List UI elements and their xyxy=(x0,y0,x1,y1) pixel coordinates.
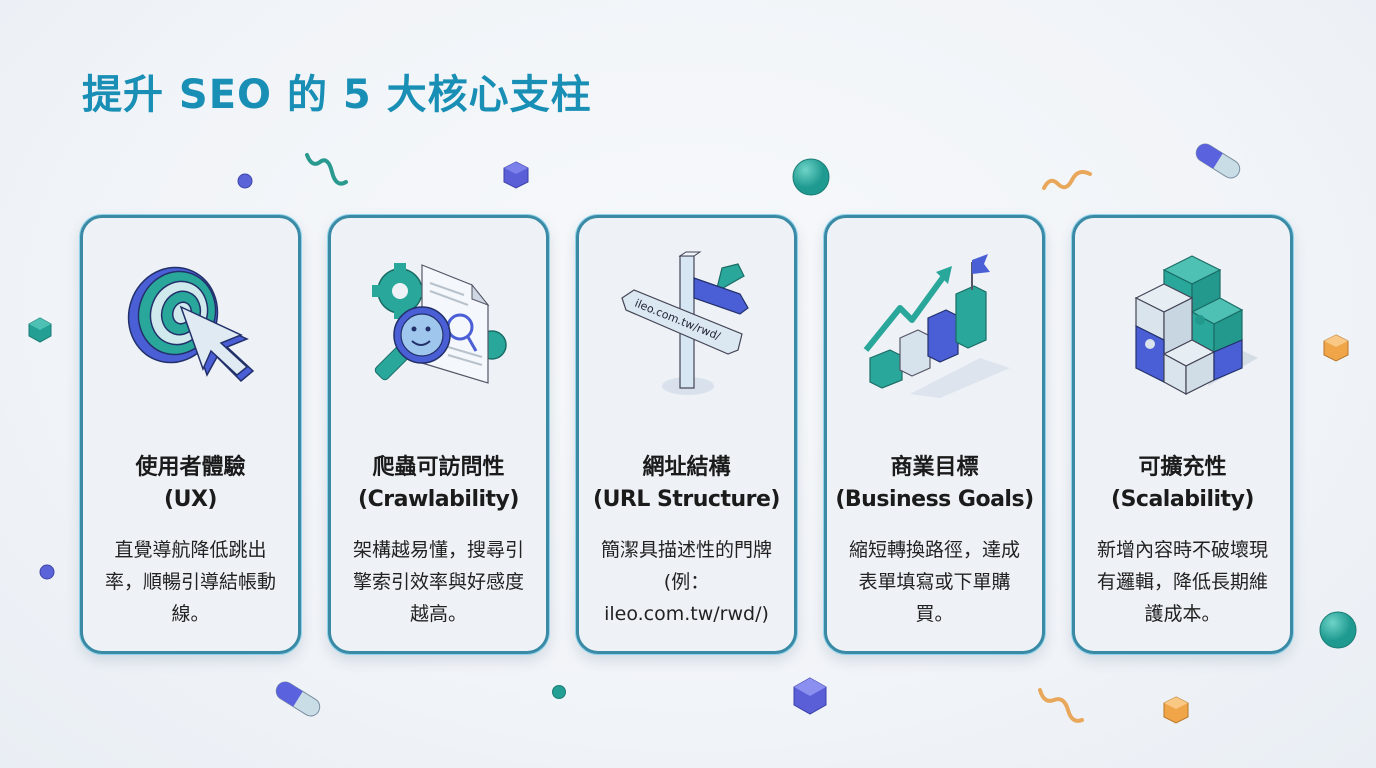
pillar-card-ux: 使用者體驗 (UX) 直覺導航降低跳出率，順暢引導結帳動線。 xyxy=(80,215,301,654)
pillar-title: 網址結構 xyxy=(642,455,731,480)
orange-cube-decoration xyxy=(1323,334,1349,362)
blue-dot-decoration xyxy=(39,564,55,580)
puzzle-cubes-icon xyxy=(1108,248,1258,398)
pillar-description: 直覺導航降低跳出率，順暢引導結帳動線。 xyxy=(104,539,276,625)
pillar-description: 縮短轉換路徑，達成表單填寫或下單購買。 xyxy=(848,539,1020,625)
pillar-description: 架構越易懂，搜尋引擎索引效率與好感度越高。 xyxy=(352,539,524,625)
pillar-title: 商業目標 xyxy=(890,455,979,480)
pillar-title: 使用者體驗 xyxy=(135,455,246,480)
pillar-card-crawlability: 爬蟲可訪問性 (Crawlability) 架構越易懂，搜尋引擎索引效率與好感度… xyxy=(328,215,549,654)
pillar-description: 新增內容時不破壞現有邏輯，降低長期維護成本。 xyxy=(1096,539,1268,625)
pillar-card-url-structure: ileo.com.tw/rwd/ 網址結構 (URL Structure) 簡潔… xyxy=(576,215,797,654)
blue-cube-decoration xyxy=(503,161,529,189)
magnifier-document-gear-icon xyxy=(364,248,514,398)
signpost-icon: ileo.com.tw/rwd/ xyxy=(612,248,762,398)
teal-sphere-decoration xyxy=(1319,611,1357,649)
orange-squiggle-decoration xyxy=(1042,170,1092,190)
growth-chart-flag-icon xyxy=(860,248,1010,398)
pillar-description: 簡潔具描述性的門牌 (例：ileo.com.tw/rwd/) xyxy=(600,539,772,625)
teal-dot-decoration xyxy=(552,685,566,699)
pillar-subtitle: (Business Goals) xyxy=(835,487,1034,512)
orange-squiggle-decoration xyxy=(1038,688,1084,723)
page-title: 提升 SEO 的 5 大核心支柱 xyxy=(82,72,592,118)
pillar-card-scalability: 可擴充性 (Scalability) 新增內容時不破壞現有邏輯，降低長期維護成本… xyxy=(1072,215,1293,654)
pillar-subtitle: (UX) xyxy=(164,487,217,512)
blue-dot-decoration xyxy=(237,173,253,189)
pillar-cards: 使用者體驗 (UX) 直覺導航降低跳出率，順暢引導結帳動線。 xyxy=(80,215,1293,654)
pillar-title: 可擴充性 xyxy=(1138,455,1227,480)
pillar-subtitle: (Crawlability) xyxy=(358,487,519,512)
teal-sphere-decoration xyxy=(792,158,830,196)
teal-squiggle-decoration xyxy=(305,153,348,186)
blue-capsule-decoration xyxy=(275,681,321,717)
teal-cube-decoration xyxy=(28,317,52,343)
orange-cube-decoration xyxy=(1163,696,1189,724)
pillar-subtitle: (URL Structure) xyxy=(593,487,780,512)
pillar-card-business-goals: 商業目標 (Business Goals) 縮短轉換路徑，達成表單填寫或下單購買… xyxy=(824,215,1045,654)
target-cursor-icon xyxy=(116,248,266,398)
pillar-subtitle: (Scalability) xyxy=(1111,487,1254,512)
blue-capsule-decoration xyxy=(1195,143,1241,179)
pillar-title: 爬蟲可訪問性 xyxy=(372,455,505,480)
blue-cube-decoration xyxy=(793,677,827,715)
